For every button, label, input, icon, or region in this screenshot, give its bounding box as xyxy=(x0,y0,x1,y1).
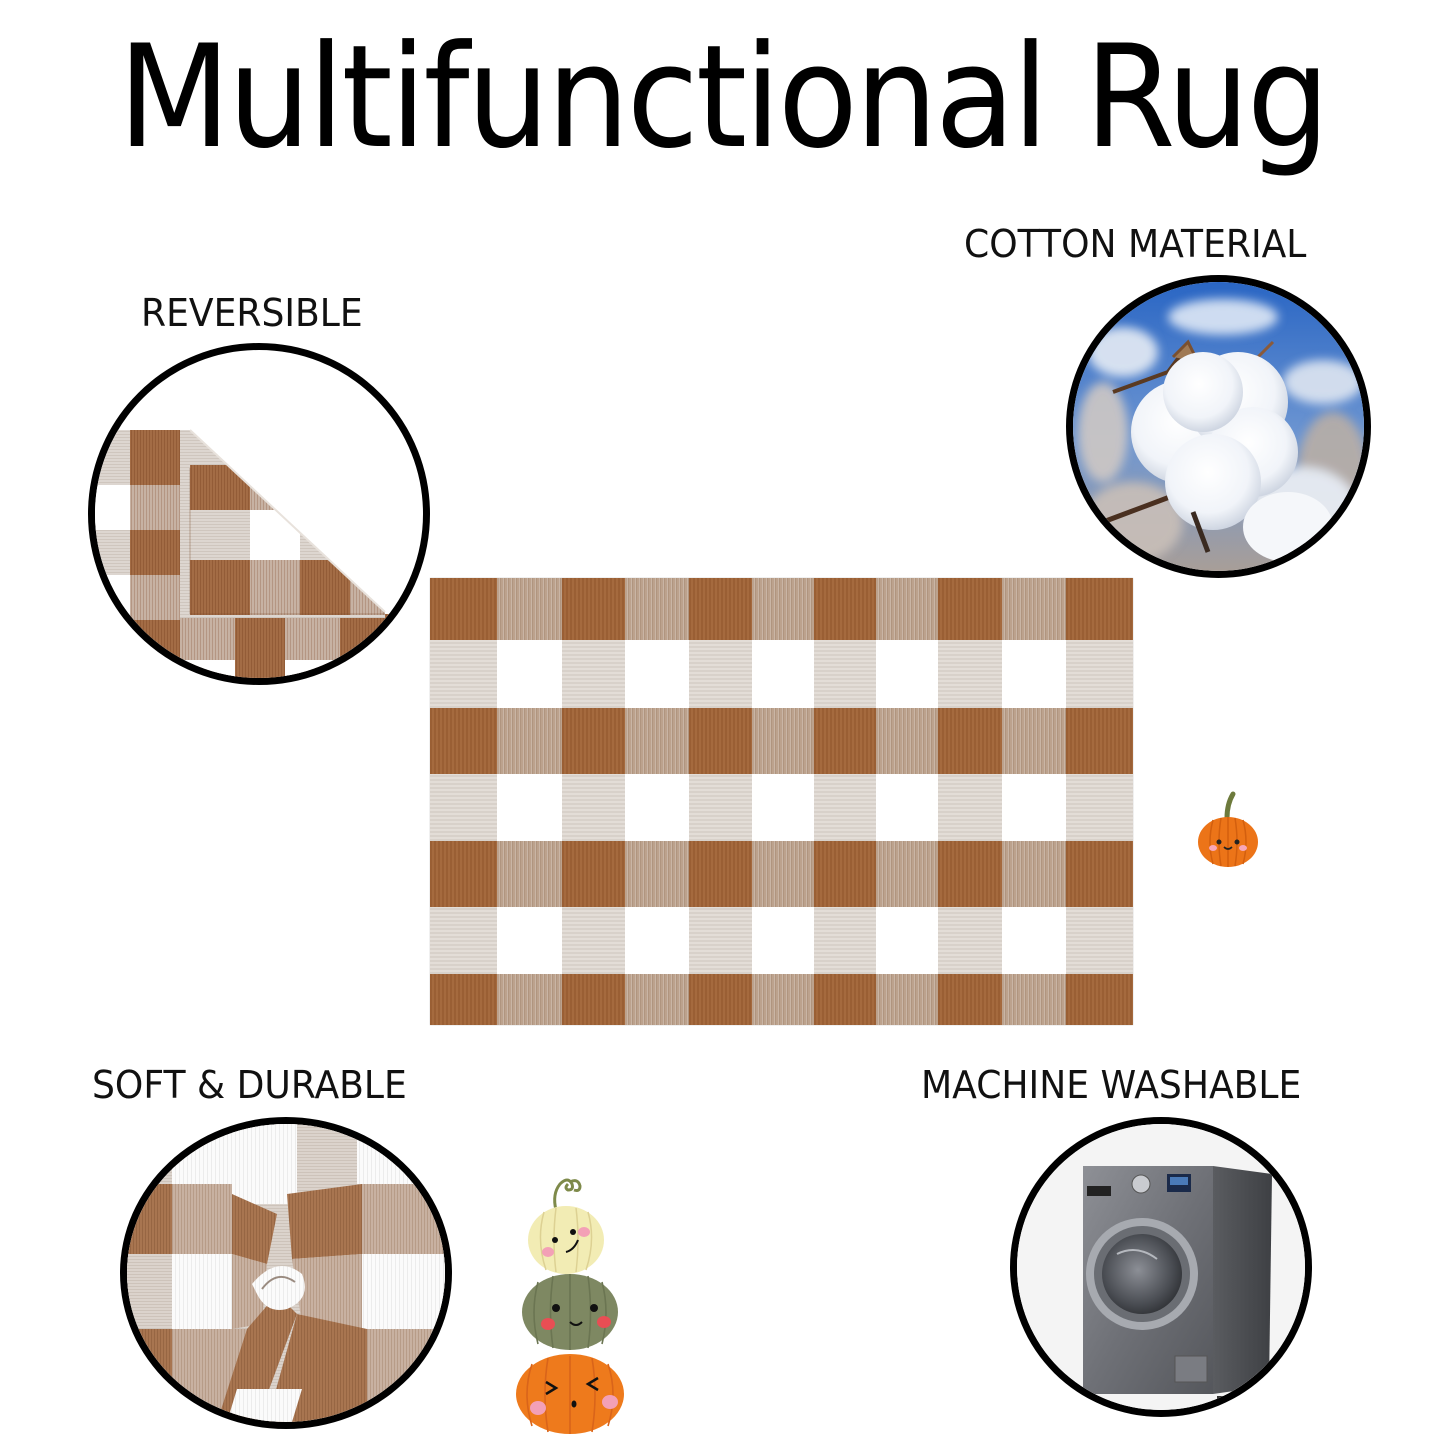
rug-cell xyxy=(938,578,1002,640)
rug-cell xyxy=(876,708,938,774)
rug-cell xyxy=(814,578,876,640)
rug-cell xyxy=(689,974,752,1025)
rug-cell xyxy=(752,578,814,640)
rug-cell xyxy=(752,974,814,1025)
rug-cell xyxy=(1002,708,1066,774)
rug-cell xyxy=(625,708,689,774)
rug-cell xyxy=(876,841,938,907)
rug-cell xyxy=(1002,907,1066,974)
rug-cell xyxy=(430,708,497,774)
rug-cell xyxy=(1066,841,1133,907)
rug-cell xyxy=(938,974,1002,1025)
rug-cell xyxy=(876,974,938,1025)
rug-cell xyxy=(814,907,876,974)
rug-cell xyxy=(497,578,562,640)
rug-cell xyxy=(497,907,562,974)
pumpkin-icon xyxy=(1197,790,1259,870)
rug-cell xyxy=(625,907,689,974)
rug-cell xyxy=(938,708,1002,774)
rug-cell xyxy=(689,578,752,640)
folded-rug-corner-icon xyxy=(95,429,423,678)
rug-cell xyxy=(497,974,562,1025)
rug-cell xyxy=(497,841,562,907)
rug-cell xyxy=(876,774,938,841)
rug-cell xyxy=(430,578,497,640)
rug-cell xyxy=(1002,640,1066,708)
rug-cell xyxy=(814,974,876,1025)
rug-cell xyxy=(430,841,497,907)
rug-cell xyxy=(1066,774,1133,841)
rug-cell xyxy=(562,974,625,1025)
rug-cell xyxy=(1066,907,1133,974)
rug-cell xyxy=(689,907,752,974)
rug-cell xyxy=(1066,974,1133,1025)
rug-cell xyxy=(625,974,689,1025)
rug-cell xyxy=(689,640,752,708)
folded-rug-corner-photo-icon xyxy=(88,343,430,685)
feature-label-soft: SOFT & DURABLE xyxy=(92,1063,407,1107)
rug-cell xyxy=(562,578,625,640)
rug-cell xyxy=(562,640,625,708)
rug-cell xyxy=(625,578,689,640)
feature-label-reversible: REVERSIBLE xyxy=(141,291,363,335)
rug-cell xyxy=(814,774,876,841)
rug-cell xyxy=(562,907,625,974)
rug-cell xyxy=(876,578,938,640)
rug-cell xyxy=(814,841,876,907)
feature-label-washable: MACHINE WASHABLE xyxy=(921,1063,1302,1107)
rug-cell xyxy=(1002,578,1066,640)
rug-cell xyxy=(497,708,562,774)
rug-cell xyxy=(752,640,814,708)
twisted-fabric-icon xyxy=(127,1124,445,1422)
rug-cell xyxy=(497,640,562,708)
rug-cell xyxy=(752,841,814,907)
rug-cell xyxy=(814,640,876,708)
stacked-pumpkins-icon xyxy=(508,1172,633,1437)
washing-machine-icon xyxy=(1017,1124,1305,1410)
rug-cell xyxy=(876,907,938,974)
rug-cell xyxy=(562,841,625,907)
rug-cell xyxy=(752,907,814,974)
rug-cell xyxy=(938,841,1002,907)
rug-cell xyxy=(562,708,625,774)
rug-cell xyxy=(1002,841,1066,907)
rug-cell xyxy=(430,774,497,841)
rug-cell xyxy=(689,708,752,774)
rug-cell xyxy=(625,841,689,907)
rug-cell xyxy=(430,907,497,974)
rug-cell xyxy=(814,708,876,774)
rug-cell xyxy=(1066,578,1133,640)
rug-cell xyxy=(938,774,1002,841)
page-title: Multifunctional Rug xyxy=(117,15,1330,180)
rug-cell xyxy=(1002,974,1066,1025)
rug-cell xyxy=(1066,640,1133,708)
washing-machine-photo-icon xyxy=(1010,1117,1312,1417)
rug-cell xyxy=(938,640,1002,708)
rug-cell xyxy=(625,640,689,708)
cotton-boll-photo-icon xyxy=(1066,275,1371,578)
rug-cell xyxy=(430,640,497,708)
rug-cell xyxy=(752,774,814,841)
rug-cell xyxy=(430,974,497,1025)
rug-cell xyxy=(1002,774,1066,841)
cotton-boll-icon xyxy=(1073,282,1364,571)
rug-cell xyxy=(938,907,1002,974)
rug-cell xyxy=(1066,708,1133,774)
rug-cell xyxy=(497,774,562,841)
rug-cell xyxy=(876,640,938,708)
rug-cell xyxy=(562,774,625,841)
feature-label-cotton: COTTON MATERIAL xyxy=(964,222,1307,266)
buffalo-check-rug xyxy=(430,578,1133,1025)
rug-cell xyxy=(689,841,752,907)
twisted-fabric-photo-icon xyxy=(120,1117,452,1429)
rug-cell xyxy=(625,774,689,841)
rug-cell xyxy=(752,708,814,774)
rug-cell xyxy=(689,774,752,841)
